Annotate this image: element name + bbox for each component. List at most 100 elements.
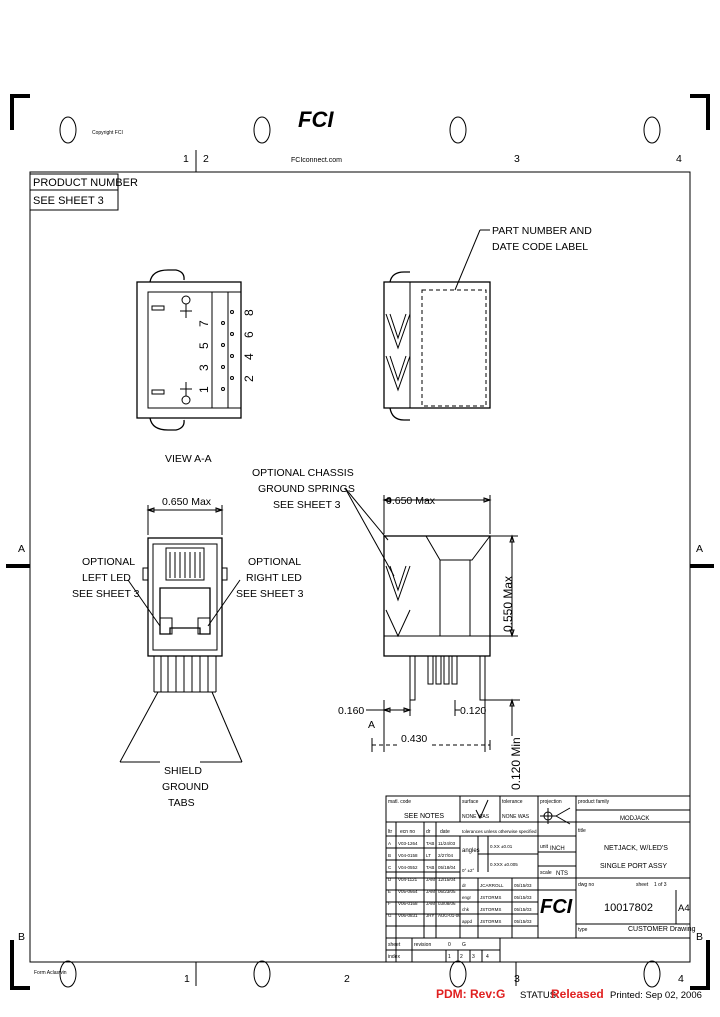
zone-col-3-bottom: 3	[514, 973, 520, 985]
approval-cell: JSTORMS	[480, 907, 501, 912]
type-value: CUSTOMER Drawing	[628, 926, 696, 933]
index-num-1: 1	[448, 954, 451, 960]
revision-cell: 05/18/04	[438, 865, 456, 870]
zone-col-1-bottom: 1	[184, 973, 190, 985]
dwg-no-header: dwg no	[578, 882, 594, 888]
zone-col-4-bottom: 4	[678, 973, 684, 985]
approval-cell: 05/15/03	[514, 883, 532, 888]
shield-note-1: SHIELD	[164, 765, 202, 777]
front-view-drawing	[119, 505, 243, 763]
fci-logo-small: FCI	[540, 896, 573, 918]
view-a-a-drawing	[136, 269, 242, 431]
approval-cell: JSTORMS	[480, 919, 501, 924]
side-width-dim: 0.650 Max	[386, 495, 436, 507]
revision-cell: V04-0552	[398, 865, 418, 870]
pin-numbers: 8 6 4 2 7 5 3 1	[197, 309, 256, 393]
type-header: type	[578, 927, 588, 933]
side-view-bottom	[344, 487, 518, 701]
pin-7: 7	[197, 320, 211, 327]
pin-6: 6	[242, 331, 256, 338]
shield-note-2: GROUND	[162, 781, 209, 793]
index-num-3: 3	[472, 954, 475, 960]
revision-cell: V06-0831	[398, 913, 418, 918]
angles-label: angles	[462, 848, 480, 854]
product-number-box: PRODUCT NUMBER SEE SHEET 3	[29, 173, 138, 211]
dim-0160: 0.160	[338, 705, 364, 717]
revision-cell: 12/15/04	[438, 877, 456, 882]
rev-head-date: date	[440, 829, 450, 835]
pin-2: 2	[242, 375, 256, 382]
revision-cell: A	[388, 841, 391, 846]
index-header: index	[388, 954, 400, 960]
zone-col-2-bottom: 2	[344, 973, 350, 985]
website-text: FCIconnect.com	[291, 157, 342, 164]
zone-markers: 1 2 3 4 1 2 3 4 A A B B	[18, 150, 703, 986]
approval-cell: 05/15/03	[514, 919, 532, 924]
product-number-label: PRODUCT NUMBER	[33, 177, 138, 189]
revision-cell: F	[388, 901, 391, 906]
dim-0120: 0.120	[460, 705, 486, 717]
zone-col-3-top: 3	[514, 153, 520, 165]
approval-cell: JSTORMS	[480, 895, 501, 900]
revision-cell: E	[388, 889, 391, 894]
index-num-2: 2	[460, 954, 463, 960]
revision-cell: JRY	[426, 913, 434, 918]
matl-code-header: matl. code	[388, 799, 411, 805]
status-value: Released	[551, 987, 604, 1001]
chassis-note-2: GROUND SPRINGS	[258, 483, 355, 495]
status-label: STATUS	[520, 990, 556, 1001]
right-led-note-3: SEE SHEET 3	[236, 588, 304, 600]
tolerance-header: tolerance	[502, 799, 523, 805]
approval-cell: JCARROLL	[480, 883, 504, 888]
scale-header: scale	[540, 870, 552, 876]
corner-marks	[6, 94, 714, 990]
sheet-header: sheet	[636, 882, 649, 888]
revision-cell: JAM	[426, 877, 435, 882]
matl-code-value: SEE NOTES	[404, 813, 444, 820]
part-label-note-2: DATE CODE LABEL	[492, 241, 588, 253]
revision-cell: V04-1121	[398, 877, 418, 882]
revision-cell: V05-0664	[398, 889, 418, 894]
sheet-value: 1 of 3	[654, 882, 667, 888]
printed-date: Printed: Sep 02, 2006	[610, 990, 702, 1001]
approval-cell: appd	[462, 919, 473, 924]
zone-row-b-right: B	[696, 931, 703, 943]
pin-8: 8	[242, 309, 256, 316]
part-label-note-1: PART NUMBER AND	[492, 225, 592, 237]
zone-row-b-left: B	[18, 931, 25, 943]
revision-cell: LT	[426, 853, 431, 858]
unit-header: unit	[540, 844, 549, 850]
product-family-value: MODJACK	[620, 816, 649, 822]
sheet-num-2: G	[462, 942, 466, 948]
title-line-2: SINGLE PORT ASSY	[600, 863, 667, 870]
form-label: Form Aclaswin	[34, 970, 67, 976]
right-led-note-2: RIGHT LED	[246, 572, 302, 584]
right-led-note-1: OPTIONAL	[248, 556, 301, 568]
revision-cell: G	[388, 913, 392, 918]
rev-head-dr: dr	[426, 829, 431, 835]
left-led-note-3: SEE SHEET 3	[72, 588, 140, 600]
approval-cell: 05/15/03	[514, 895, 532, 900]
dwg-no-value: 10017802	[604, 902, 653, 914]
approval-cell: dr	[462, 883, 467, 888]
pin-5: 5	[197, 342, 211, 349]
revision-cell: C	[388, 865, 392, 870]
revision-cell: 2/27/04	[438, 853, 454, 858]
revision-cell: JAM	[426, 901, 435, 906]
pin-3: 3	[197, 364, 211, 371]
shield-note-3: TABS	[168, 797, 195, 809]
fci-logo: FCI	[298, 107, 334, 132]
approval-cell: chk	[462, 907, 470, 912]
zone-row-a-left: A	[18, 543, 25, 555]
zone-col-4-top: 4	[676, 153, 682, 165]
product-number-ref: SEE SHEET 3	[33, 195, 104, 207]
tol-val-1: 0.XX ±0.01	[490, 844, 513, 849]
product-family-header: product family	[578, 799, 610, 805]
side-height-dim: 0.550 Max	[501, 576, 515, 632]
dim-0120-min: 0.120 Min	[509, 737, 523, 790]
revision-cell: 03/08/06	[438, 901, 456, 906]
title-line-1: NETJACK, W/LED'S	[604, 845, 668, 852]
left-led-note-2: LEFT LED	[82, 572, 131, 584]
